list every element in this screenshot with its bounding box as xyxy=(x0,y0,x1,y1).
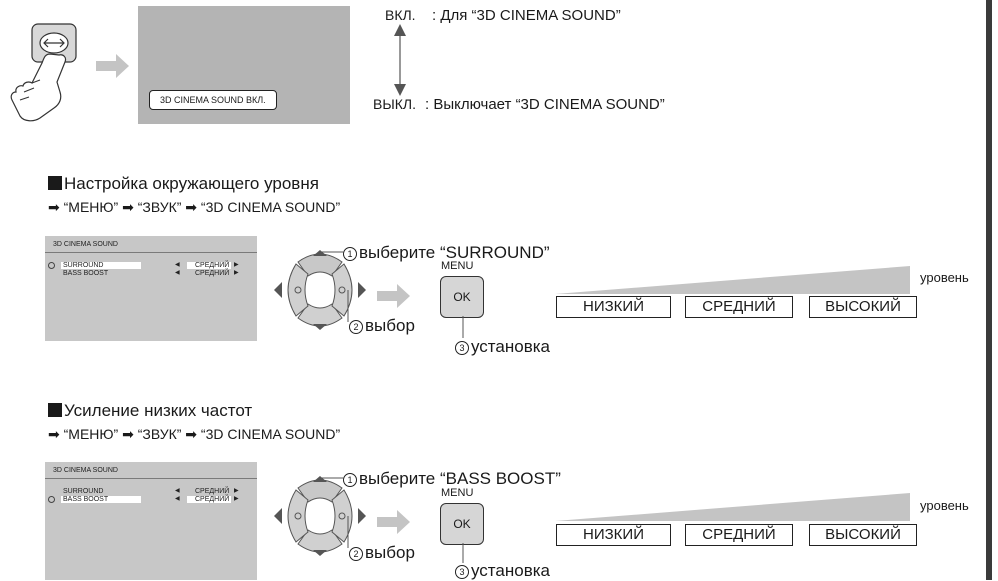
menu-header: 3D CINEMA SOUND xyxy=(45,462,257,479)
level-label: уровень xyxy=(920,270,969,285)
ok-button-icon: OK xyxy=(440,276,484,318)
dpad-icon xyxy=(274,476,366,556)
level-low: НИЗКИЙ xyxy=(556,524,671,546)
section1-path: ➡ “МЕНЮ” ➡ “ЗВУК” ➡ “3D CINEMA SOUND” xyxy=(48,199,341,215)
square-bullet-icon xyxy=(48,403,62,417)
menu-row-surround: SURROUND ◀СРЕДНИЙ▶ xyxy=(48,261,247,270)
tv-screen: 3D CINEMA SOUND ВКЛ. xyxy=(138,6,350,124)
menu-row-surround: SURROUND ◀СРЕДНИЙ▶ xyxy=(63,488,239,495)
page-edge-bar xyxy=(986,0,992,580)
on-label: ВКЛ. xyxy=(385,7,416,23)
level-label: уровень xyxy=(920,498,969,513)
cursor-circle-icon xyxy=(48,262,55,269)
leader-line xyxy=(462,316,464,338)
dpad-icon xyxy=(274,250,366,330)
level-low: НИЗКИЙ xyxy=(556,296,671,318)
menu-header: 3D CINEMA SOUND xyxy=(45,236,257,253)
on-description: : Для “3D CINEMA SOUND” xyxy=(432,7,621,24)
level-medium: СРЕДНИЙ xyxy=(685,296,793,318)
menu-row-bass-boost: BASS BOOST ◀СРЕДНИЙ▶ xyxy=(63,270,239,277)
level-high: ВЫСОКИЙ xyxy=(809,524,917,546)
leader-line xyxy=(462,543,464,563)
menu-row-bass-boost: BASS BOOST ◀СРЕДНИЙ▶ xyxy=(48,495,247,504)
level-high: ВЫСОКИЙ xyxy=(809,296,917,318)
hand-press-icon xyxy=(10,23,77,122)
ok-button-icon: OK xyxy=(440,503,484,545)
section2-path: ➡ “МЕНЮ” ➡ “ЗВУК” ➡ “3D CINEMA SOUND” xyxy=(48,426,341,442)
osd-label: 3D CINEMA SOUND ВКЛ. xyxy=(149,90,277,110)
square-bullet-icon xyxy=(48,176,62,190)
level-ramp-icon xyxy=(555,266,910,294)
section2-title: Усиление низких частот xyxy=(48,401,252,421)
off-description: : Выключает “3D CINEMA SOUND” xyxy=(425,96,665,113)
level-ramp-icon xyxy=(555,493,910,521)
arrow-right-icon xyxy=(96,54,129,78)
arrow-right-icon xyxy=(377,284,410,308)
cursor-circle-icon xyxy=(48,496,55,503)
section1-title: Настройка окружающего уровня xyxy=(48,174,319,194)
menu-label: MENU xyxy=(441,487,474,499)
off-label: ВЫКЛ. xyxy=(373,96,416,112)
menu-screen-1: 3D CINEMA SOUND SURROUND ◀СРЕДНИЙ▶ BASS … xyxy=(45,236,257,341)
double-arrow-icon xyxy=(394,24,406,96)
level-medium: СРЕДНИЙ xyxy=(685,524,793,546)
arrow-right-icon xyxy=(377,510,410,534)
menu-screen-2: 3D CINEMA SOUND SURROUND ◀СРЕДНИЙ▶ BASS … xyxy=(45,462,257,580)
menu-label: MENU xyxy=(441,260,474,272)
